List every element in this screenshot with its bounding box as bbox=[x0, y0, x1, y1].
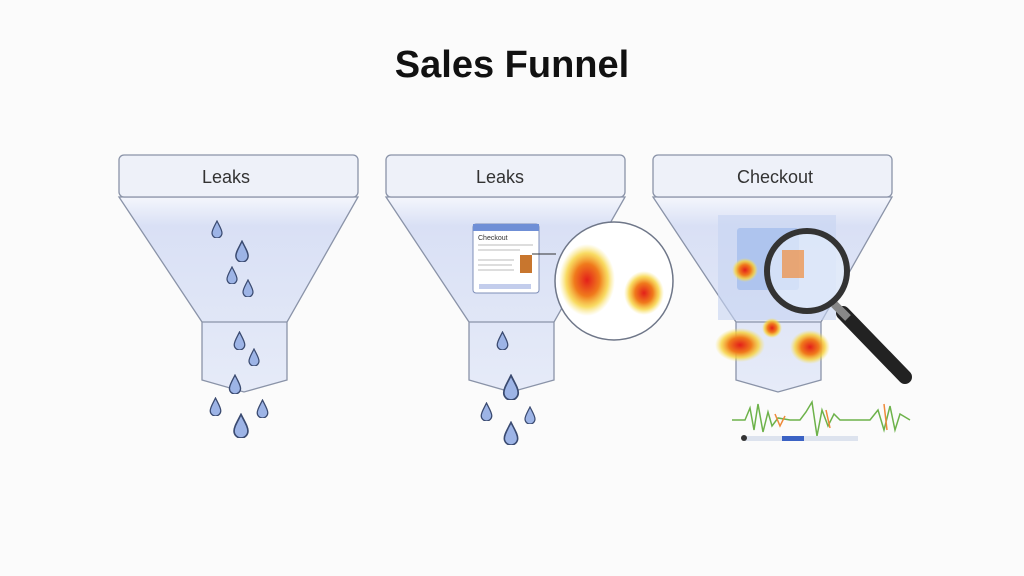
checkout-window-title: Checkout bbox=[478, 235, 508, 242]
funnel-1: Leaks bbox=[118, 154, 359, 438]
magnifier-icon bbox=[764, 228, 912, 384]
funnel-label: Checkout bbox=[737, 167, 813, 187]
funnel-3: Checkout bbox=[652, 154, 912, 441]
funnel-label: Leaks bbox=[202, 167, 250, 187]
heatmap-spots bbox=[715, 258, 830, 364]
funnel-2: Leaks Checkout bbox=[385, 154, 674, 445]
page-title: Sales Funnel bbox=[394, 44, 630, 86]
funnel-label: Leaks bbox=[476, 167, 524, 187]
session-recording-waveform bbox=[732, 399, 911, 441]
checkout-window: Checkout bbox=[472, 223, 556, 294]
magnified-heatmap bbox=[554, 221, 674, 341]
